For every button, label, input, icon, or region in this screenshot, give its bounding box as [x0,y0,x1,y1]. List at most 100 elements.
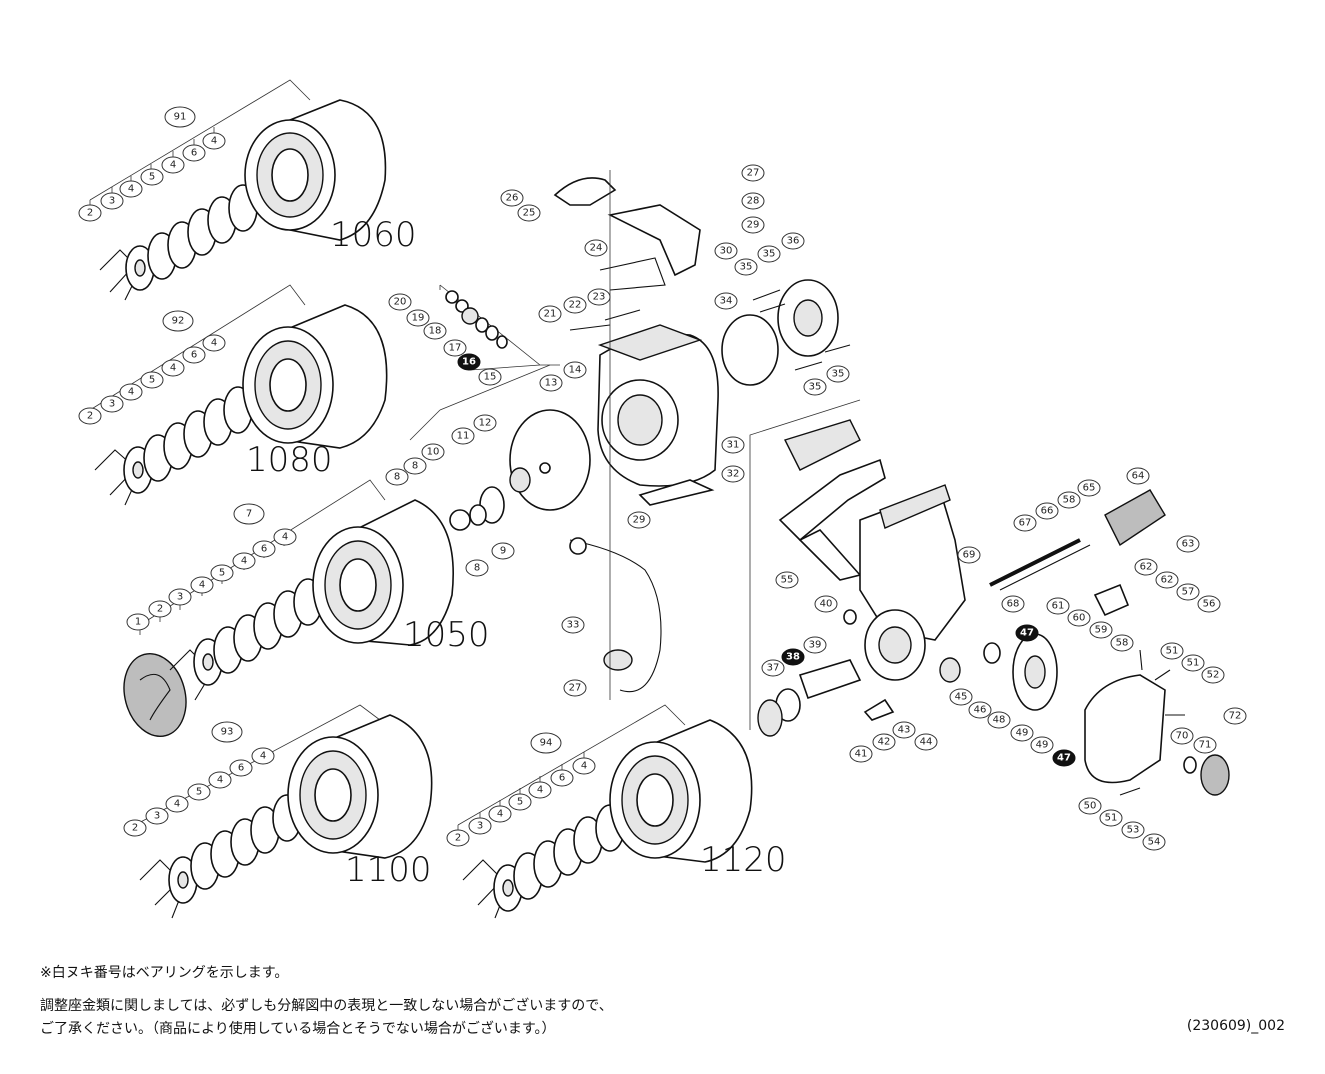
svg-text:23: 23 [593,292,606,303]
callout-part-35: 35 [826,365,850,383]
callout-part-54: 54 [1142,833,1166,851]
adjustment-note-line2: ご了承ください。（商品により使用している場合とそうでない場合がございます。） [40,1021,556,1037]
kit-badge-93: 93 [211,721,243,743]
svg-text:29: 29 [633,515,646,526]
svg-text:5: 5 [196,787,202,798]
spool-assembly-1050 [123,479,454,738]
svg-text:46: 46 [974,705,987,716]
callout-part-3: 3 [145,807,169,825]
callout-part-27: 27 [563,679,587,697]
svg-text:4: 4 [217,775,223,786]
svg-text:19: 19 [412,313,425,324]
callout-part-4: 4 [161,156,185,174]
callout-part-51: 51 [1099,809,1123,827]
svg-text:35: 35 [763,249,776,260]
svg-text:64: 64 [1132,471,1145,482]
svg-text:3: 3 [477,821,483,832]
callout-part-15: 15 [478,368,502,386]
callout-part-52: 52 [1201,666,1225,684]
callout-part-71: 71 [1193,736,1217,754]
spool-assembly-1080 [89,284,388,506]
callout-part-60: 60 [1067,609,1091,627]
svg-text:56: 56 [1203,599,1216,610]
callout-part-23: 23 [587,288,611,306]
svg-text:4: 4 [199,580,205,591]
callout-part-4: 4 [528,781,552,799]
callout-part-34: 34 [714,292,738,310]
svg-text:6: 6 [191,148,197,159]
svg-text:27: 27 [747,168,760,179]
svg-text:5: 5 [149,172,155,183]
svg-text:32: 32 [727,469,740,480]
svg-text:14: 14 [569,365,582,376]
spool-assembly-1120 [457,704,753,919]
svg-text:3: 3 [177,592,183,603]
callout-part-72: 72 [1223,707,1247,725]
callout-part-4: 4 [119,180,143,198]
callout-part-63: 63 [1176,535,1200,553]
callout-part-6: 6 [550,769,574,787]
svg-text:4: 4 [241,556,247,567]
callout-part-6: 6 [182,144,206,162]
callout-part-35: 35 [803,378,827,396]
callout-part-47: 47 [1052,749,1076,767]
svg-text:92: 92 [172,316,185,327]
callout-part-31: 31 [721,436,745,454]
callout-part-2: 2 [78,407,102,425]
svg-text:41: 41 [855,749,868,760]
svg-text:36: 36 [787,236,800,247]
callout-part-33: 33 [561,616,585,634]
callout-part-3: 3 [168,588,192,606]
svg-text:37: 37 [767,663,780,674]
svg-text:59: 59 [1095,625,1108,636]
svg-text:34: 34 [720,296,733,307]
callout-part-62: 62 [1134,558,1158,576]
svg-text:45: 45 [955,692,968,703]
callout-part-13: 13 [539,374,563,392]
callout-part-27: 27 [741,164,765,182]
callout-part-6: 6 [252,540,276,558]
svg-text:68: 68 [1007,599,1020,610]
svg-text:51: 51 [1105,813,1118,824]
kit-badge-92: 92 [162,310,194,332]
svg-text:33: 33 [567,620,580,631]
svg-text:49: 49 [1036,740,1049,751]
svg-text:40: 40 [820,599,833,610]
svg-text:67: 67 [1019,518,1032,529]
svg-text:49: 49 [1016,728,1029,739]
callout-part-5: 5 [187,783,211,801]
svg-text:31: 31 [727,440,740,451]
callout-part-25: 25 [517,204,541,222]
callout-part-59: 59 [1089,621,1113,639]
body-assembly [749,399,1230,796]
svg-text:6: 6 [559,773,565,784]
callout-part-4: 4 [488,805,512,823]
svg-text:51: 51 [1166,646,1179,657]
svg-text:48: 48 [993,715,1006,726]
svg-text:93: 93 [221,727,234,738]
svg-text:54: 54 [1148,837,1161,848]
callout-part-26: 26 [500,189,524,207]
svg-text:24: 24 [590,243,603,254]
callout-part-66: 66 [1035,502,1059,520]
svg-text:25: 25 [523,208,536,219]
kit-badge-91: 91 [164,106,196,128]
svg-text:57: 57 [1182,587,1195,598]
callout-part-61: 61 [1046,597,1070,615]
svg-text:1: 1 [135,617,141,628]
model-label-1060: 1060 [330,215,417,255]
rotor-assembly [409,170,851,700]
callout-part-5: 5 [140,371,164,389]
svg-text:71: 71 [1199,740,1212,751]
spool-assembly-1060 [89,79,387,301]
svg-text:55: 55 [781,575,794,586]
callout-part-64: 64 [1126,467,1150,485]
svg-text:63: 63 [1182,539,1195,550]
svg-text:61: 61 [1052,601,1065,612]
svg-text:35: 35 [740,262,753,273]
adjustment-note-line1: 調整座金類に関しましては、必ずしも分解図中の表現と一致しない場合がございますので… [40,998,613,1014]
svg-text:38: 38 [786,652,800,663]
svg-text:94: 94 [540,738,553,749]
callout-part-2: 2 [446,829,470,847]
svg-text:58: 58 [1063,495,1076,506]
